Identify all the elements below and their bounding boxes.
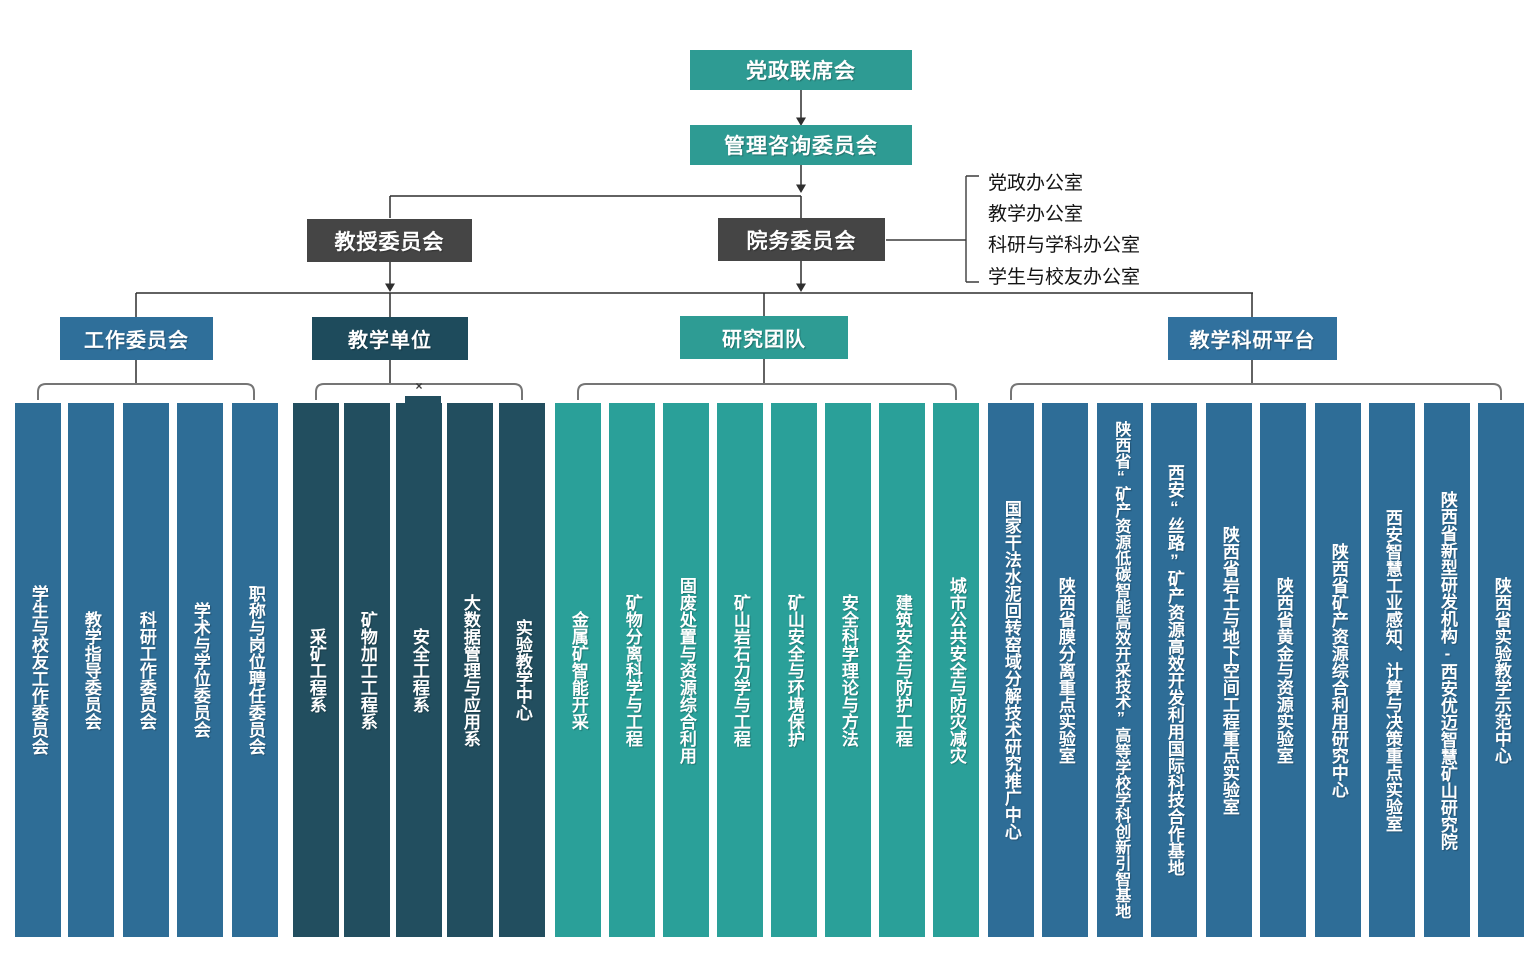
office-item: 学生与校友办公室 [988, 267, 1141, 288]
org-unit-bar: 陕西省新型研发机构-西安优迈智慧矿山研究院 [1424, 403, 1470, 937]
node-college-council: 院务委员会 [718, 218, 885, 261]
org-unit-bar: 采矿工程系 [293, 403, 339, 937]
org-unit-bar: 矿山安全与环境保护 [771, 403, 817, 937]
office-item: 教学办公室 [988, 204, 1084, 225]
org-unit-bar: 安全工程系 [396, 403, 442, 937]
org-unit-label: 采矿工程系 [306, 627, 326, 713]
org-unit-label: 实验教学中心 [512, 619, 532, 721]
org-unit-bar: 大数据管理与应用系 [447, 403, 493, 937]
org-unit-label: 固废处置与资源综合利用 [676, 576, 696, 764]
org-unit-bar: 金属矿智能开采 [555, 403, 601, 937]
node-professor-committee: 教授委员会 [307, 219, 472, 262]
org-unit-label: 陕西省实验教学示范中心 [1491, 576, 1511, 764]
org-unit-bar: 矿物加工工程系 [344, 403, 390, 937]
org-unit-bar: 职称与岗位聘任委员会 [232, 403, 278, 937]
node-management-advisory-committee: 管理咨询委员会 [690, 125, 912, 165]
org-unit-label: 陕西省矿产资源综合利用研究中心 [1328, 542, 1348, 798]
org-unit-bar: 城市公共安全与防灾减灾 [933, 403, 979, 937]
org-unit-label: 建筑安全与防护工程 [892, 593, 912, 747]
org-unit-bar: 陕西省黄金与资源实验室 [1260, 403, 1306, 937]
group-header-work-committees: 工作委员会 [60, 317, 213, 360]
group-header-teaching-research-platforms: 教学科研平台 [1168, 317, 1337, 360]
org-unit-label: 安全工程系 [409, 627, 429, 713]
org-unit-label: 陕西省新型研发机构-西安优迈智慧矿山研究院 [1437, 490, 1457, 850]
org-unit-label: 矿山岩石力学与工程 [730, 593, 750, 747]
org-unit-bar: 学生与校友工作委员会 [15, 403, 61, 937]
org-unit-label: 学术与学位委员会 [190, 602, 210, 738]
org-unit-bar: 教学指导委员会 [68, 403, 114, 937]
org-unit-bar: 实验教学中心 [499, 403, 545, 937]
org-unit-bar: 科研工作委员会 [123, 403, 169, 937]
close-x-marker: × [415, 379, 423, 393]
org-unit-label: 国家干法水泥回转窑域分解技术研究推广中心 [1001, 500, 1021, 840]
org-unit-bar: 建筑安全与防护工程 [879, 403, 925, 937]
org-unit-label: 西安“丝路”矿产资源高效开发利用国际科技合作基地 [1164, 464, 1184, 876]
org-unit-label: 城市公共安全与防灾减灾 [946, 576, 966, 764]
org-unit-label: 安全科学理论与方法 [838, 593, 858, 747]
group-header-research-teams: 研究团队 [680, 316, 848, 359]
org-unit-bar: 安全科学理论与方法 [825, 403, 871, 937]
org-unit-bar: 矿物分离科学与工程 [609, 403, 655, 937]
org-unit-label: 大数据管理与应用系 [460, 593, 480, 747]
org-unit-bar: 陕西省矿产资源综合利用研究中心 [1315, 403, 1361, 937]
org-unit-label: 学生与校友工作委员会 [28, 585, 48, 755]
org-unit-label: 陕西省岩土与地下空间工程重点实验室 [1219, 525, 1239, 815]
org-unit-bar: 国家干法水泥回转窑域分解技术研究推广中心 [988, 403, 1034, 937]
office-item: 科研与学科办公室 [988, 235, 1141, 256]
bar-top-notch [405, 396, 441, 404]
org-unit-label: 陕西省黄金与资源实验室 [1273, 576, 1293, 764]
org-unit-label: 科研工作委员会 [136, 610, 156, 730]
office-item: 党政办公室 [988, 173, 1084, 194]
node-party-gov-joint-conference: 党政联席会 [690, 50, 912, 90]
org-unit-label: 职称与岗位聘任委员会 [245, 585, 265, 755]
org-unit-label: 陕西省膜分离重点实验室 [1055, 576, 1075, 764]
org-unit-bar: 西安智慧工业感知、计算与决策重点实验室 [1369, 403, 1415, 937]
org-unit-label: 金属矿智能开采 [568, 610, 588, 730]
org-unit-label: 矿物加工工程系 [357, 610, 377, 730]
org-unit-label: 矿物分离科学与工程 [622, 593, 642, 747]
org-unit-bar: 陕西省“矿产资源低碳智能高效开采技术”高等学校学科创新引智基地 [1097, 403, 1143, 937]
org-unit-label: 矿山安全与环境保护 [784, 593, 804, 747]
org-unit-bar: 陕西省膜分离重点实验室 [1042, 403, 1088, 937]
org-unit-bar: 陕西省实验教学示范中心 [1478, 403, 1524, 937]
org-unit-label: 西安智慧工业感知、计算与决策重点实验室 [1382, 508, 1402, 832]
org-unit-bar: 学术与学位委员会 [177, 403, 223, 937]
group-header-teaching-units: 教学单位 [312, 317, 468, 360]
org-unit-bar: 固废处置与资源综合利用 [663, 403, 709, 937]
org-unit-bar: 西安“丝路”矿产资源高效开发利用国际科技合作基地 [1151, 403, 1197, 937]
org-unit-label: 教学指导委员会 [81, 610, 101, 730]
org-unit-label: 陕西省“矿产资源低碳智能高效开采技术”高等学校学科创新引智基地 [1112, 421, 1130, 919]
org-unit-bar: 陕西省岩土与地下空间工程重点实验室 [1206, 403, 1252, 937]
org-unit-bar: 矿山岩石力学与工程 [717, 403, 763, 937]
